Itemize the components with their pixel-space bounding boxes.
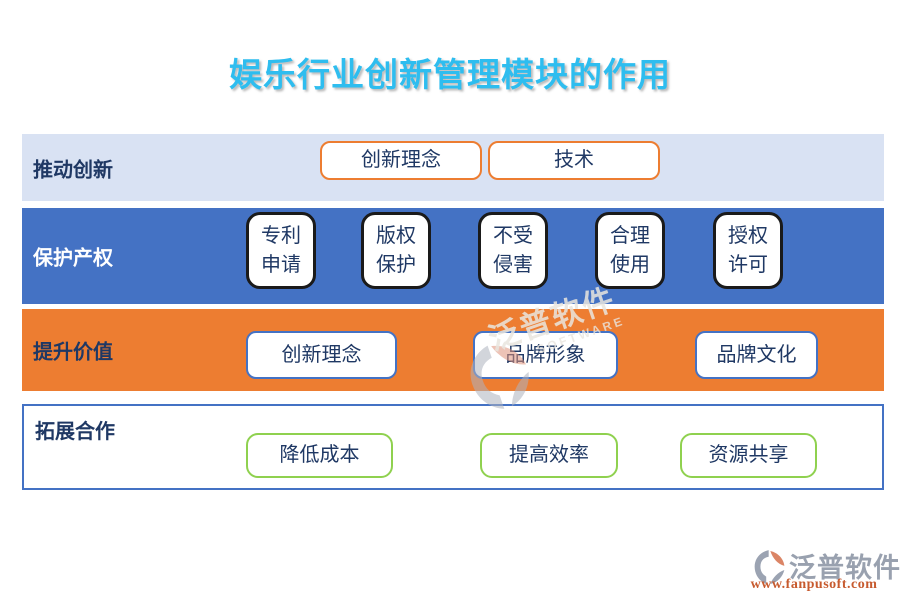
row-label: 推动创新 <box>33 159 113 181</box>
footer-brand-text: 泛普软件 <box>789 553 900 583</box>
row-label: 保护产权 <box>33 247 113 270</box>
row-band-promote-innovation: 推动创新 创新理念 技术 <box>22 134 884 201</box>
diagram-node: 品牌文化 <box>695 331 818 379</box>
diagram-node: 提高效率 <box>480 433 618 478</box>
row-band-expand-cooperation: 拓展合作 降低成本 提高效率 资源共享 <box>22 404 884 490</box>
diagram-node: 品牌形象 <box>473 331 618 379</box>
diagram-node: 降低成本 <box>246 433 393 478</box>
diagram-node: 专利申请 <box>246 212 316 289</box>
diagram-node: 资源共享 <box>680 433 817 478</box>
footer-logo: 泛普软件 www.fanpusoft.com <box>744 545 900 595</box>
row-label: 拓展合作 <box>35 421 115 443</box>
row-band-enhance-value: 提升价值 创新理念 品牌形象 品牌文化 <box>22 309 884 391</box>
diagram-node: 技术 <box>488 141 660 180</box>
row-label: 提升价值 <box>33 341 113 364</box>
footer-url-text: www.fanpusoft.com <box>750 577 878 592</box>
diagram-node: 授权许可 <box>713 212 783 289</box>
fanpu-logo-icon <box>754 550 785 584</box>
diagram-node: 不受侵害 <box>478 212 548 289</box>
page-title: 娱乐行业创新管理模块的作用 <box>229 55 671 94</box>
diagram-node: 版权保护 <box>361 212 431 289</box>
row-band-protect-property: 保护产权 专利申请 版权保护 不受侵害 合理使用 授权许可 <box>22 208 884 304</box>
diagram-node: 创新理念 <box>320 141 482 180</box>
diagram-node: 创新理念 <box>246 331 397 379</box>
diagram-node: 合理使用 <box>595 212 665 289</box>
